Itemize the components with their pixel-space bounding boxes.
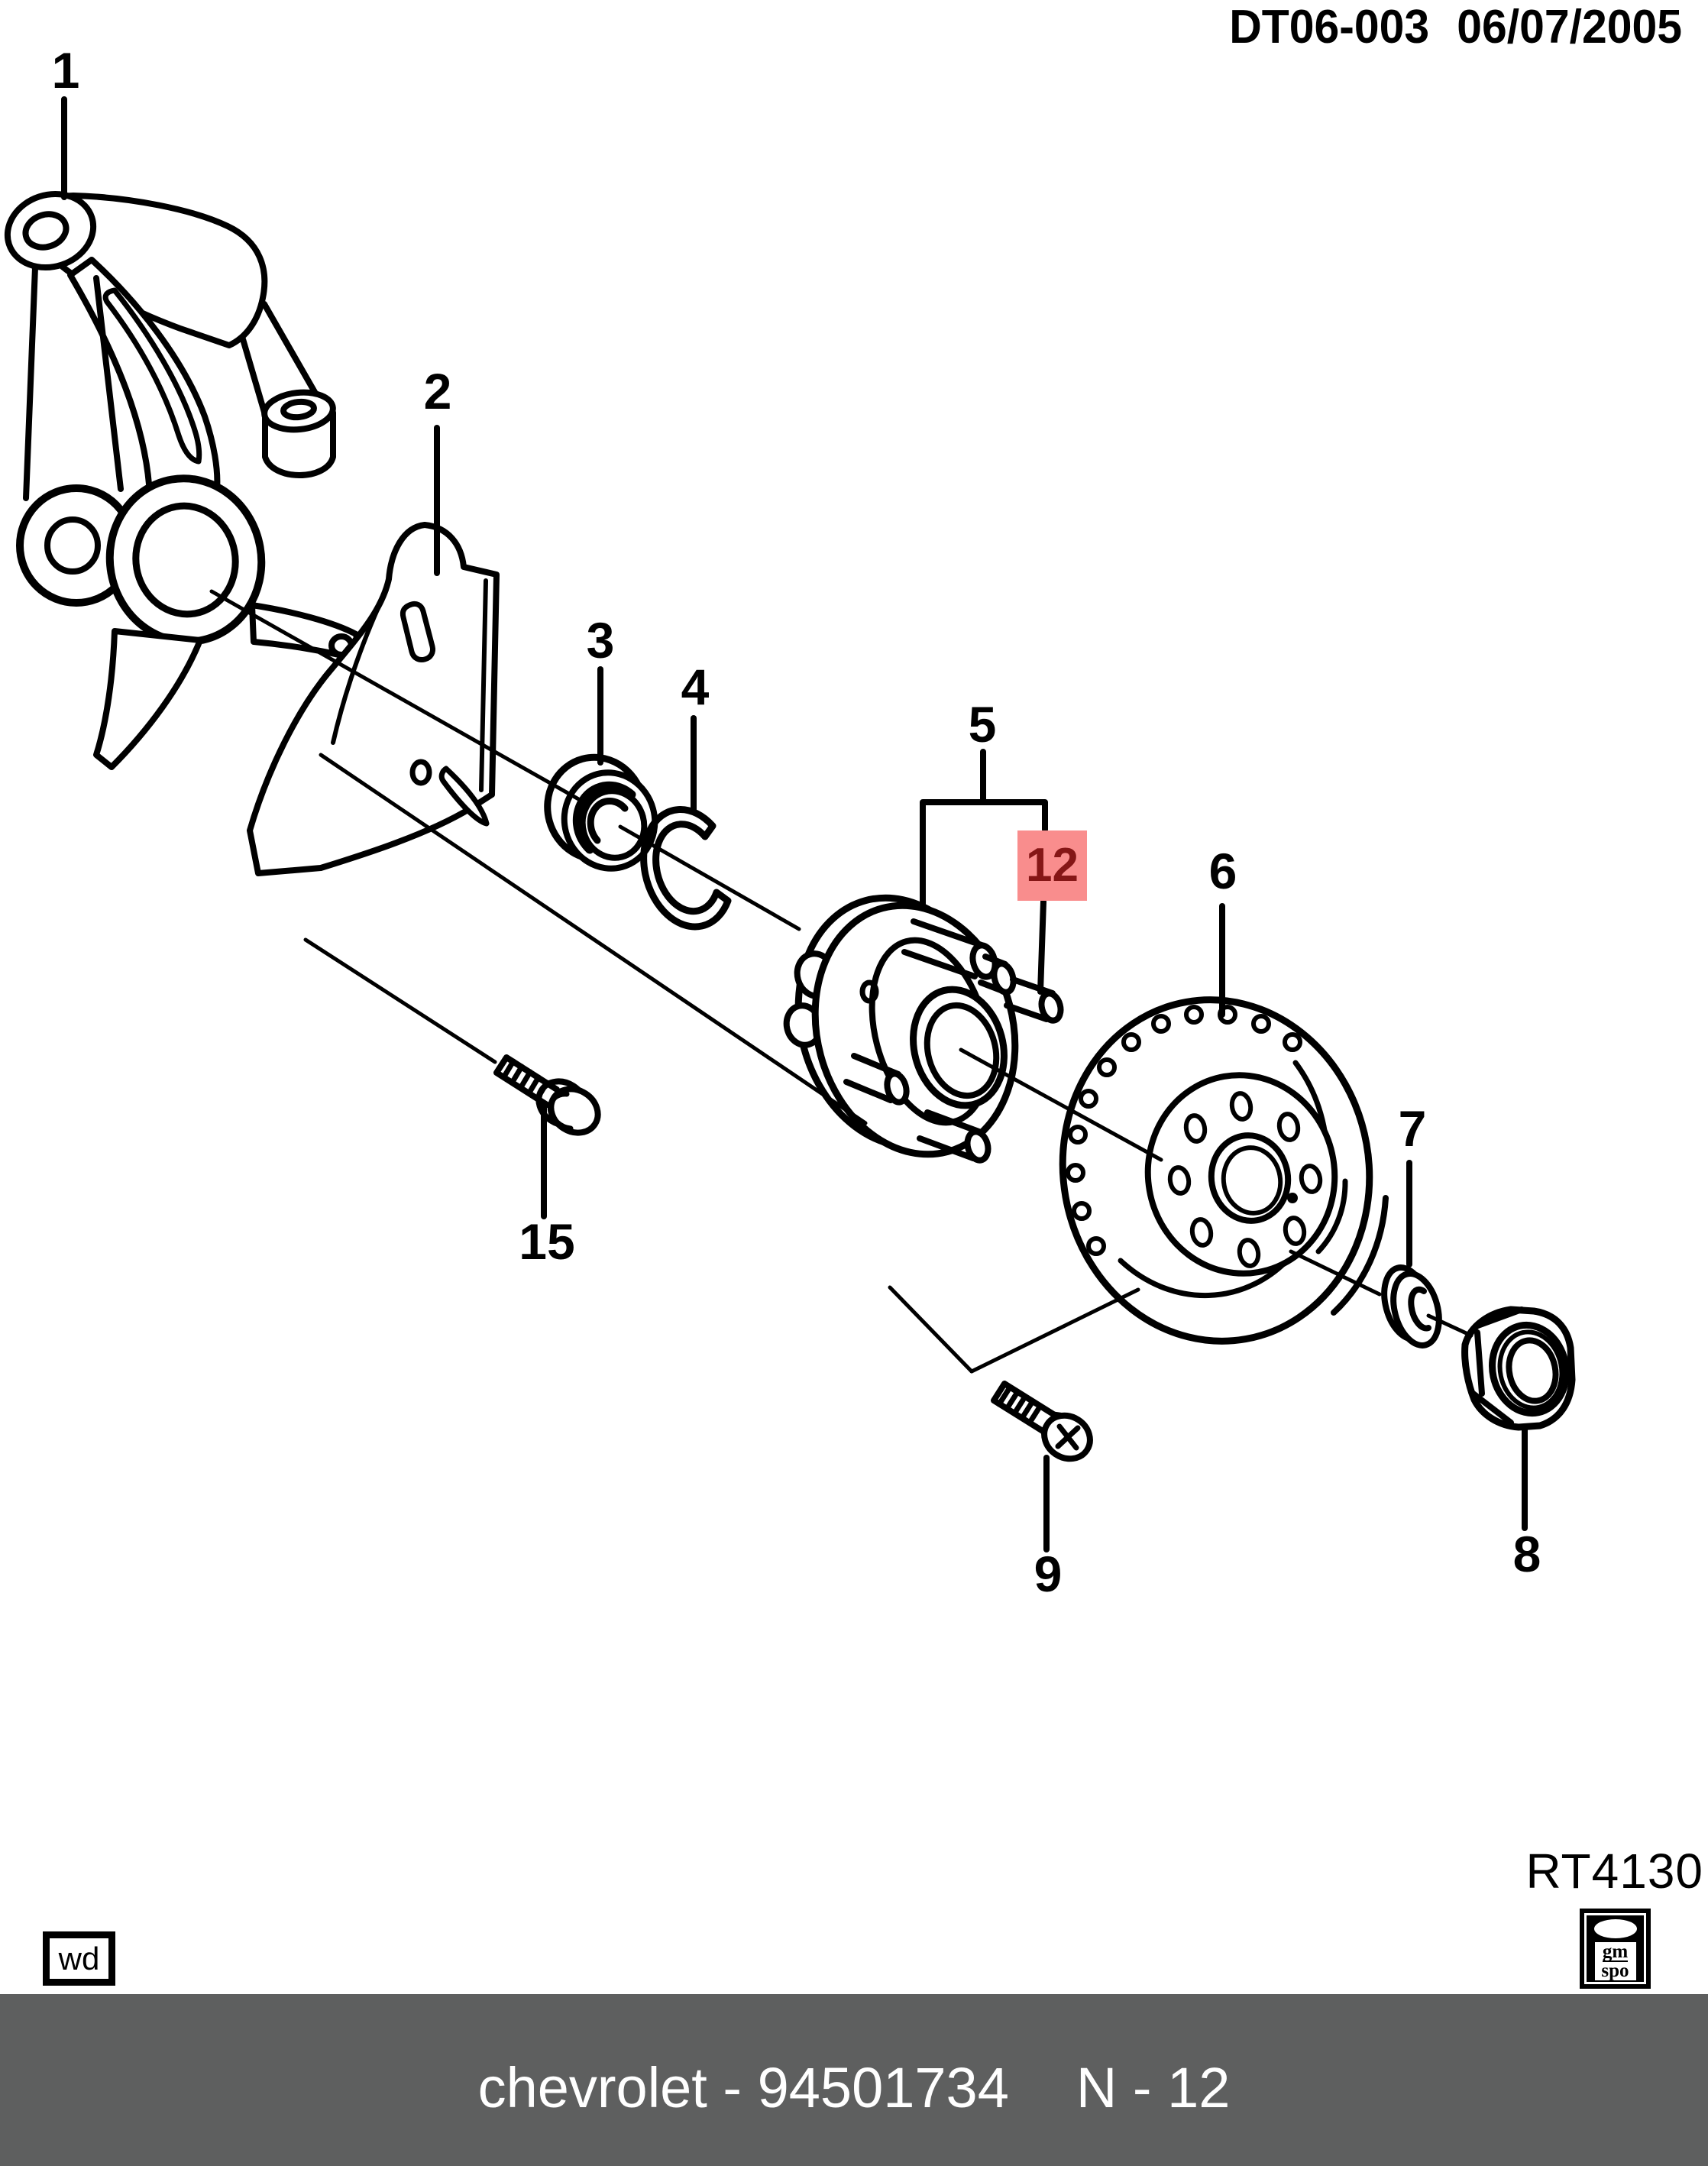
callout-3-wheel-bearing[interactable]: 3 [586, 612, 615, 669]
wheel-studs [843, 918, 1064, 1164]
gm-logo-line1: gm [1602, 1941, 1629, 1962]
figure-reference-code: RT4130 [1525, 1844, 1703, 1899]
part-snap-ring [640, 806, 732, 931]
callout-7-washer[interactable]: 7 [1398, 1100, 1427, 1157]
footer-bar: chevrolet - 94501734 N - 12 [0, 1994, 1708, 2166]
callout-8-hub-nut[interactable]: 8 [1512, 1526, 1541, 1582]
gm-spo-logo: gm spo [1580, 1909, 1651, 1989]
part-washer [1381, 1264, 1442, 1348]
callout-12-wheel-stud-highlighted[interactable]: 12 [1017, 830, 1087, 901]
part-steering-knuckle [4, 190, 364, 770]
leader-12 [1037, 898, 1046, 995]
callout-leader-lines [61, 96, 1528, 1552]
part-rotor-screw [991, 1381, 1093, 1462]
callout-9-rotor-screw[interactable]: 9 [1034, 1546, 1063, 1602]
gm-logo-ellipse-icon [1593, 1919, 1637, 1938]
explode-axis-lines [209, 589, 1473, 1374]
part-hub-nut [1461, 1306, 1576, 1431]
callout-1-steering-knuckle[interactable]: 1 [51, 42, 80, 99]
drawing-header: DT06-003 06/07/2005 [1229, 0, 1682, 54]
wd-badge: wd [43, 1931, 115, 1986]
drawing-date: 06/07/2005 [1457, 1, 1682, 53]
part-wheel-hub [783, 894, 1064, 1164]
part-wheel-bearing [544, 753, 658, 872]
callout-15-mount-bolt[interactable]: 15 [519, 1213, 575, 1270]
callout-5-wheel-hub[interactable]: 5 [968, 696, 997, 753]
part-mount-bolt [493, 1054, 601, 1136]
gm-spo-logo-text: gm spo [1594, 1941, 1636, 1981]
part-brake-rotor [1059, 996, 1389, 1345]
wheel-stud-12 [1004, 976, 1064, 1024]
callout-4-snap-ring[interactable]: 4 [681, 659, 710, 715]
rotor-bolt-holes [1167, 1091, 1323, 1268]
gm-spo-logo-inner: gm spo [1587, 1915, 1644, 1982]
rotor-vent-holes [1066, 1005, 1302, 1256]
footer-page-reference: N - 12 [1076, 2056, 1231, 2119]
wd-badge-label: wd [58, 1940, 100, 1977]
footer-brand-part-number: chevrolet - 94501734 [477, 2056, 1009, 2119]
gm-logo-line2: spo [1601, 1960, 1629, 1981]
callout-2-splash-shield[interactable]: 2 [423, 363, 452, 419]
part-splash-shield [247, 522, 500, 876]
drawing-code: DT06-003 [1229, 1, 1430, 53]
leader-5-bracket [920, 749, 1048, 909]
callout-6-brake-rotor[interactable]: 6 [1208, 843, 1237, 899]
